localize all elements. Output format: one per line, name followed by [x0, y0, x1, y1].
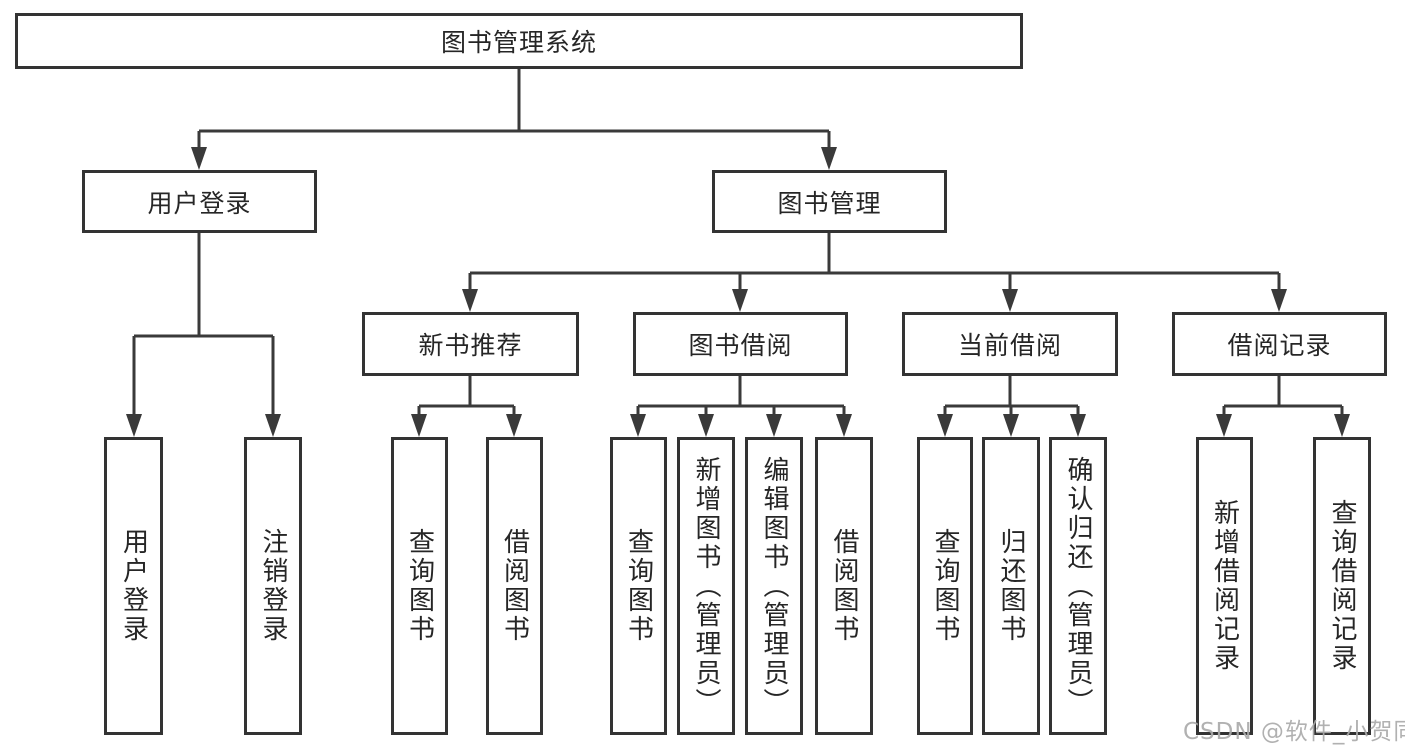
arrowhead: [506, 414, 522, 437]
leaf-logout: 注销登录: [244, 437, 302, 735]
arrowheads: [126, 147, 1350, 437]
arrowhead: [411, 414, 427, 437]
node-borrow-records: 借阅记录: [1172, 312, 1387, 376]
arrowhead: [698, 414, 714, 437]
arrowhead: [265, 414, 281, 437]
leaf-query-books-recommend-label: 查询图书: [404, 528, 435, 644]
leaf-borrow-books-recommend-label: 借阅图书: [499, 528, 530, 644]
arrowhead: [462, 289, 478, 312]
leaf-return-book: 归还图书: [982, 437, 1040, 735]
edge-currentborrow-to-leaves: [943, 376, 1080, 415]
node-new-book-recommend-label: 新书推荐: [418, 331, 523, 360]
leaf-logout-label: 注销登录: [258, 528, 288, 644]
node-book-borrow-label: 图书借阅: [688, 331, 793, 360]
node-user-login: 用户登录: [82, 170, 317, 233]
arrowhead: [937, 414, 953, 437]
leaf-add-borrow-record-label: 新增借阅记录: [1209, 499, 1240, 673]
leaf-edit-book-admin-label: 编辑图书（管理员）: [759, 455, 789, 717]
edge-borrowrecords-to-leaves: [1222, 376, 1344, 415]
leaf-confirm-return-admin-label: 确认归还（管理员）: [1063, 455, 1093, 717]
leaf-query-borrow-record: 查询借阅记录: [1313, 437, 1371, 735]
node-borrow-records-label: 借阅记录: [1227, 331, 1332, 360]
arrowhead: [1003, 414, 1019, 437]
leaf-borrow-books-recommend: 借阅图书: [486, 437, 543, 735]
leaf-borrow-books-borrow: 借阅图书: [815, 437, 873, 735]
leaf-add-borrow-record: 新增借阅记录: [1196, 437, 1253, 735]
edge-userlogin-to-leaves: [132, 233, 275, 415]
node-book-borrow: 图书借阅: [633, 312, 848, 376]
leaf-confirm-return-admin: 确认归还（管理员）: [1049, 437, 1107, 735]
leaf-user-login: 用户登录: [104, 437, 163, 735]
leaf-user-login-label: 用户登录: [118, 528, 149, 644]
node-current-borrow: 当前借阅: [902, 312, 1118, 376]
leaf-add-book-admin: 新增图书（管理员）: [677, 437, 735, 735]
arrowhead: [766, 414, 782, 437]
node-root: 图书管理系统: [15, 13, 1023, 69]
node-user-login-label: 用户登录: [147, 188, 252, 218]
leaf-query-books-borrow-label: 查询图书: [623, 528, 654, 644]
leaf-query-books-current: 查询图书: [917, 437, 973, 735]
leaf-query-books-borrow: 查询图书: [610, 437, 667, 735]
arrowhead: [1334, 414, 1350, 437]
arrowhead: [732, 289, 748, 312]
leaf-query-books-recommend: 查询图书: [391, 437, 448, 735]
edge-newbook-to-leaves: [417, 376, 516, 415]
arrowhead: [1070, 414, 1086, 437]
arrowhead: [191, 147, 207, 170]
arrowhead: [126, 414, 142, 437]
edge-root-to-level2: [197, 69, 831, 149]
arrowhead: [821, 147, 837, 170]
leaf-edit-book-admin: 编辑图书（管理员）: [745, 437, 803, 735]
arrowhead: [1002, 289, 1018, 312]
csdn-watermark: CSDN @软件_小贺同学: [1183, 719, 1405, 745]
leaf-borrow-books-borrow-label: 借阅图书: [829, 528, 859, 644]
leaf-query-borrow-record-label: 查询借阅记录: [1327, 499, 1357, 673]
leaf-add-book-admin-label: 新增图书（管理员）: [691, 455, 721, 717]
node-new-book-recommend: 新书推荐: [362, 312, 579, 376]
node-root-label: 图书管理系统: [440, 28, 597, 57]
arrowhead: [1271, 289, 1287, 312]
node-book-management-label: 图书管理: [777, 188, 882, 218]
node-current-borrow-label: 当前借阅: [957, 331, 1062, 360]
node-book-management: 图书管理: [712, 170, 947, 233]
edge-bookmgmt-to-level3: [468, 233, 1281, 290]
arrowhead: [836, 414, 852, 437]
arrowhead: [630, 414, 646, 437]
connector-strokes: [132, 69, 1344, 415]
edge-bookborrow-to-leaves: [636, 376, 846, 415]
leaf-query-books-current-label: 查询图书: [930, 528, 960, 644]
arrowhead: [1216, 414, 1232, 437]
leaf-return-book-label: 归还图书: [996, 528, 1026, 644]
